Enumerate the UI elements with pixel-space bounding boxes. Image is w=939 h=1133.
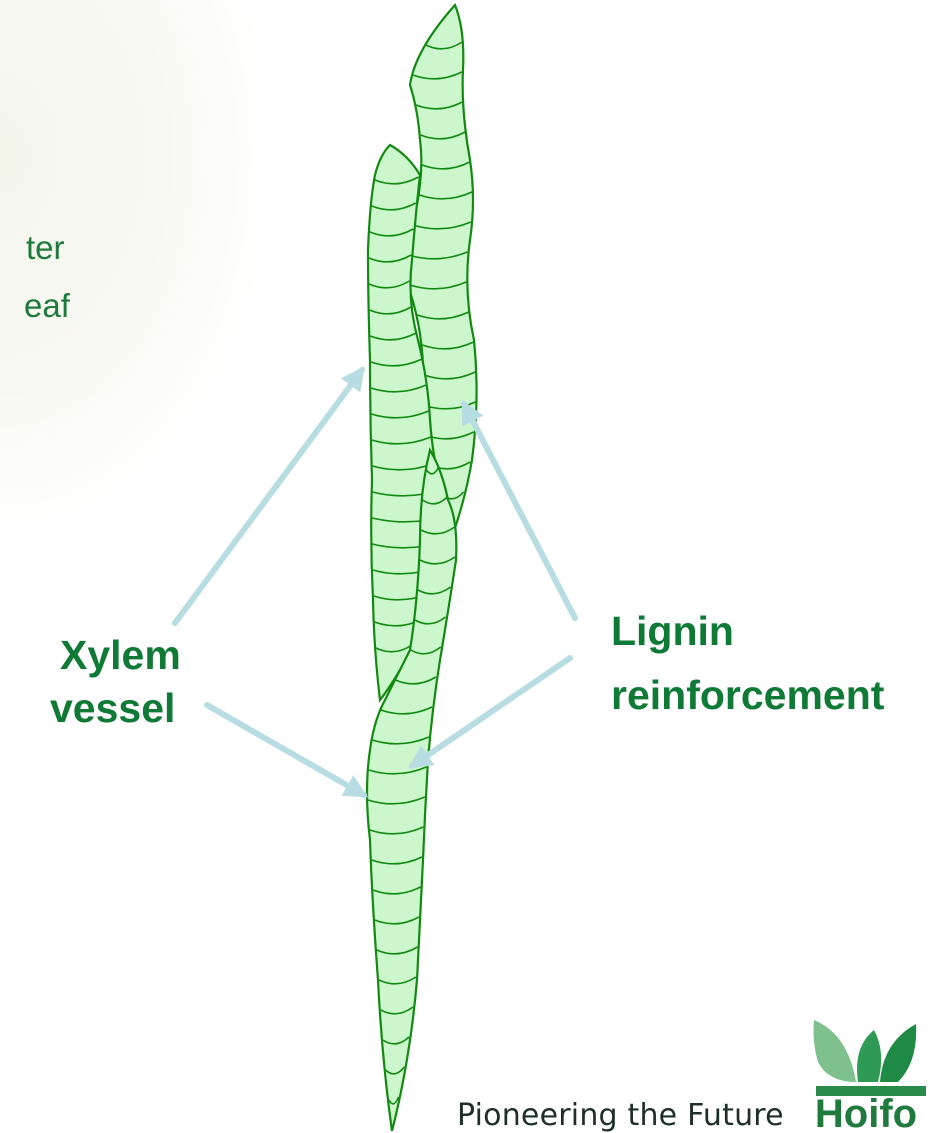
lignin-label-line-1: Lignin [611,607,734,655]
logo-wordmark: Hoifo [815,1092,917,1131]
arrow-xylem-upper [175,370,362,623]
hoifo-logo: Hoifo [808,1012,939,1131]
xylem-label-line-2: vessel [50,684,175,732]
arrow-xylem-lower [207,705,364,795]
xylem-label-line-1: Xylem [60,631,181,679]
lignin-label-line-2: reinforcement [611,671,884,719]
footer-tagline: Pioneering the Future [457,1098,784,1133]
arrow-lignin-upper [464,404,575,618]
